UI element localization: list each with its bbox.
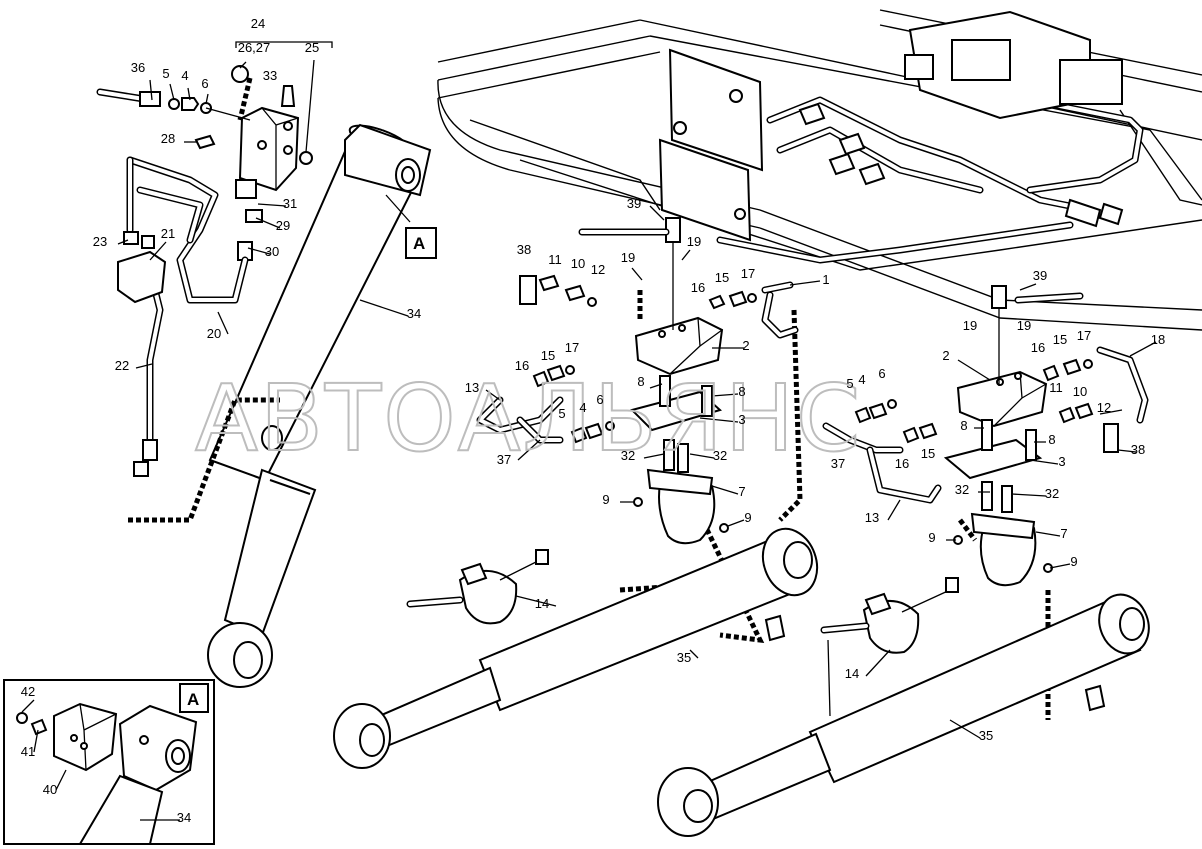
callout-c7a: 7 [738, 484, 745, 499]
callout-c7b: 7 [1060, 526, 1067, 541]
callout-c8a: 8 [637, 374, 644, 389]
callout-c12b: 12 [1097, 400, 1111, 415]
callout-c24: 24 [251, 16, 265, 31]
callout-c15d: 15 [921, 446, 935, 461]
callout-c28: 28 [161, 131, 175, 146]
callout-c21: 21 [161, 226, 175, 241]
cylinders-35 [333, 527, 1150, 837]
callout-c5c: 5 [846, 376, 853, 391]
callout-c17b: 17 [565, 340, 579, 355]
callout-c14b: 14 [845, 666, 859, 681]
callout-c16a: 16 [691, 280, 705, 295]
callout-c16c: 16 [1031, 340, 1045, 355]
clamps-14 [406, 549, 959, 717]
callout-c15c: 15 [1053, 332, 1067, 347]
callout-c19b: 19 [621, 250, 635, 265]
callout-c12a: 12 [591, 262, 605, 277]
callout-c29: 29 [276, 218, 290, 233]
callout-c20: 20 [207, 326, 221, 341]
callout-c4c: 4 [858, 372, 865, 387]
callout-c2b: 2 [942, 348, 949, 363]
callout-c19c: 19 [963, 318, 977, 333]
callout-c11a: 11 [548, 252, 562, 267]
callout-c34b: 34 [177, 810, 191, 825]
machine-frame [437, 9, 1202, 331]
detail-tag-box [405, 227, 437, 259]
callout-c18: 18 [1151, 332, 1165, 347]
callout-c1: 1 [822, 272, 829, 287]
callout-c5b: 5 [558, 406, 565, 421]
callout-c13b: 13 [865, 510, 879, 525]
leader-lines [21, 59, 1157, 821]
callout-c16b: 16 [515, 358, 529, 373]
callout-c10b: 10 [1073, 384, 1087, 399]
callout-c8b: 8 [738, 384, 745, 399]
callout-c42: 42 [21, 684, 35, 699]
callout-c31: 31 [283, 196, 297, 211]
callout-c3b: 3 [1058, 454, 1065, 469]
callout-c10a: 10 [571, 256, 585, 271]
callout-c2a: 2 [742, 338, 749, 353]
callout-c40: 40 [43, 782, 57, 797]
callout-c38a: 38 [517, 242, 531, 257]
callout-c36: 36 [131, 60, 145, 75]
callout-c37a: 37 [497, 452, 511, 467]
callout-c4a: 4 [181, 68, 188, 83]
callout-bracket-24 [235, 41, 333, 48]
callout-c17a: 17 [741, 266, 755, 281]
detail-tag-inset: A [187, 690, 199, 709]
callout-c3a: 3 [738, 412, 745, 427]
callout-c25: 25 [305, 40, 319, 55]
callout-c32c: 32 [955, 482, 969, 497]
callout-c15a: 15 [715, 270, 729, 285]
pipes-20-22 [117, 156, 249, 477]
valve-assembly-right [822, 285, 1149, 587]
callout-c32d: 32 [1045, 486, 1059, 501]
callout-c41: 41 [21, 744, 35, 759]
watermark: АВТОАЛЬЯНС [195, 365, 862, 472]
callout-c39a: 39 [627, 196, 641, 211]
callout-c38b: 38 [1131, 442, 1145, 457]
callout-c35b: 35 [979, 728, 993, 743]
callout-c34a: 34 [407, 306, 421, 321]
callout-c9a: 9 [602, 492, 609, 507]
callout-c8c: 8 [960, 418, 967, 433]
callout-c23: 23 [93, 234, 107, 249]
callout-c11b: 11 [1049, 380, 1063, 395]
callout-c15b: 15 [541, 348, 555, 363]
valve-block-24 [194, 65, 313, 261]
callout-c19a: 19 [687, 234, 701, 249]
callout-c39b: 39 [1033, 268, 1047, 283]
callout-c37b: 37 [831, 456, 845, 471]
callout-c22: 22 [115, 358, 129, 373]
callout-c32b: 32 [713, 448, 727, 463]
callout-c16d: 16 [895, 456, 909, 471]
callout-c35a: 35 [677, 650, 691, 665]
callout-c2627: 26,27 [238, 40, 271, 55]
callout-c33: 33 [263, 68, 277, 83]
callout-c8d: 8 [1048, 432, 1055, 447]
callout-c17c: 17 [1077, 328, 1091, 343]
callout-c14a: 14 [535, 596, 549, 611]
callout-c6c: 6 [878, 366, 885, 381]
callout-c5a: 5 [162, 66, 169, 81]
hose-36 [96, 88, 251, 121]
callout-c32a: 32 [621, 448, 635, 463]
callout-c4b: 4 [579, 400, 586, 415]
valve-assembly-left [476, 217, 799, 545]
callout-c30: 30 [265, 244, 279, 259]
callout-c13a: 13 [465, 380, 479, 395]
callout-c19d: 19 [1017, 318, 1031, 333]
cylinder-34 [207, 123, 432, 688]
callout-c6a: 6 [201, 76, 208, 91]
callout-c9c: 9 [928, 530, 935, 545]
callout-c9b: 9 [744, 510, 751, 525]
detail-a-inset [3, 679, 215, 845]
callout-c6b: 6 [596, 392, 603, 407]
detail-tag-main: A [413, 234, 425, 253]
callout-c9d: 9 [1070, 554, 1077, 569]
